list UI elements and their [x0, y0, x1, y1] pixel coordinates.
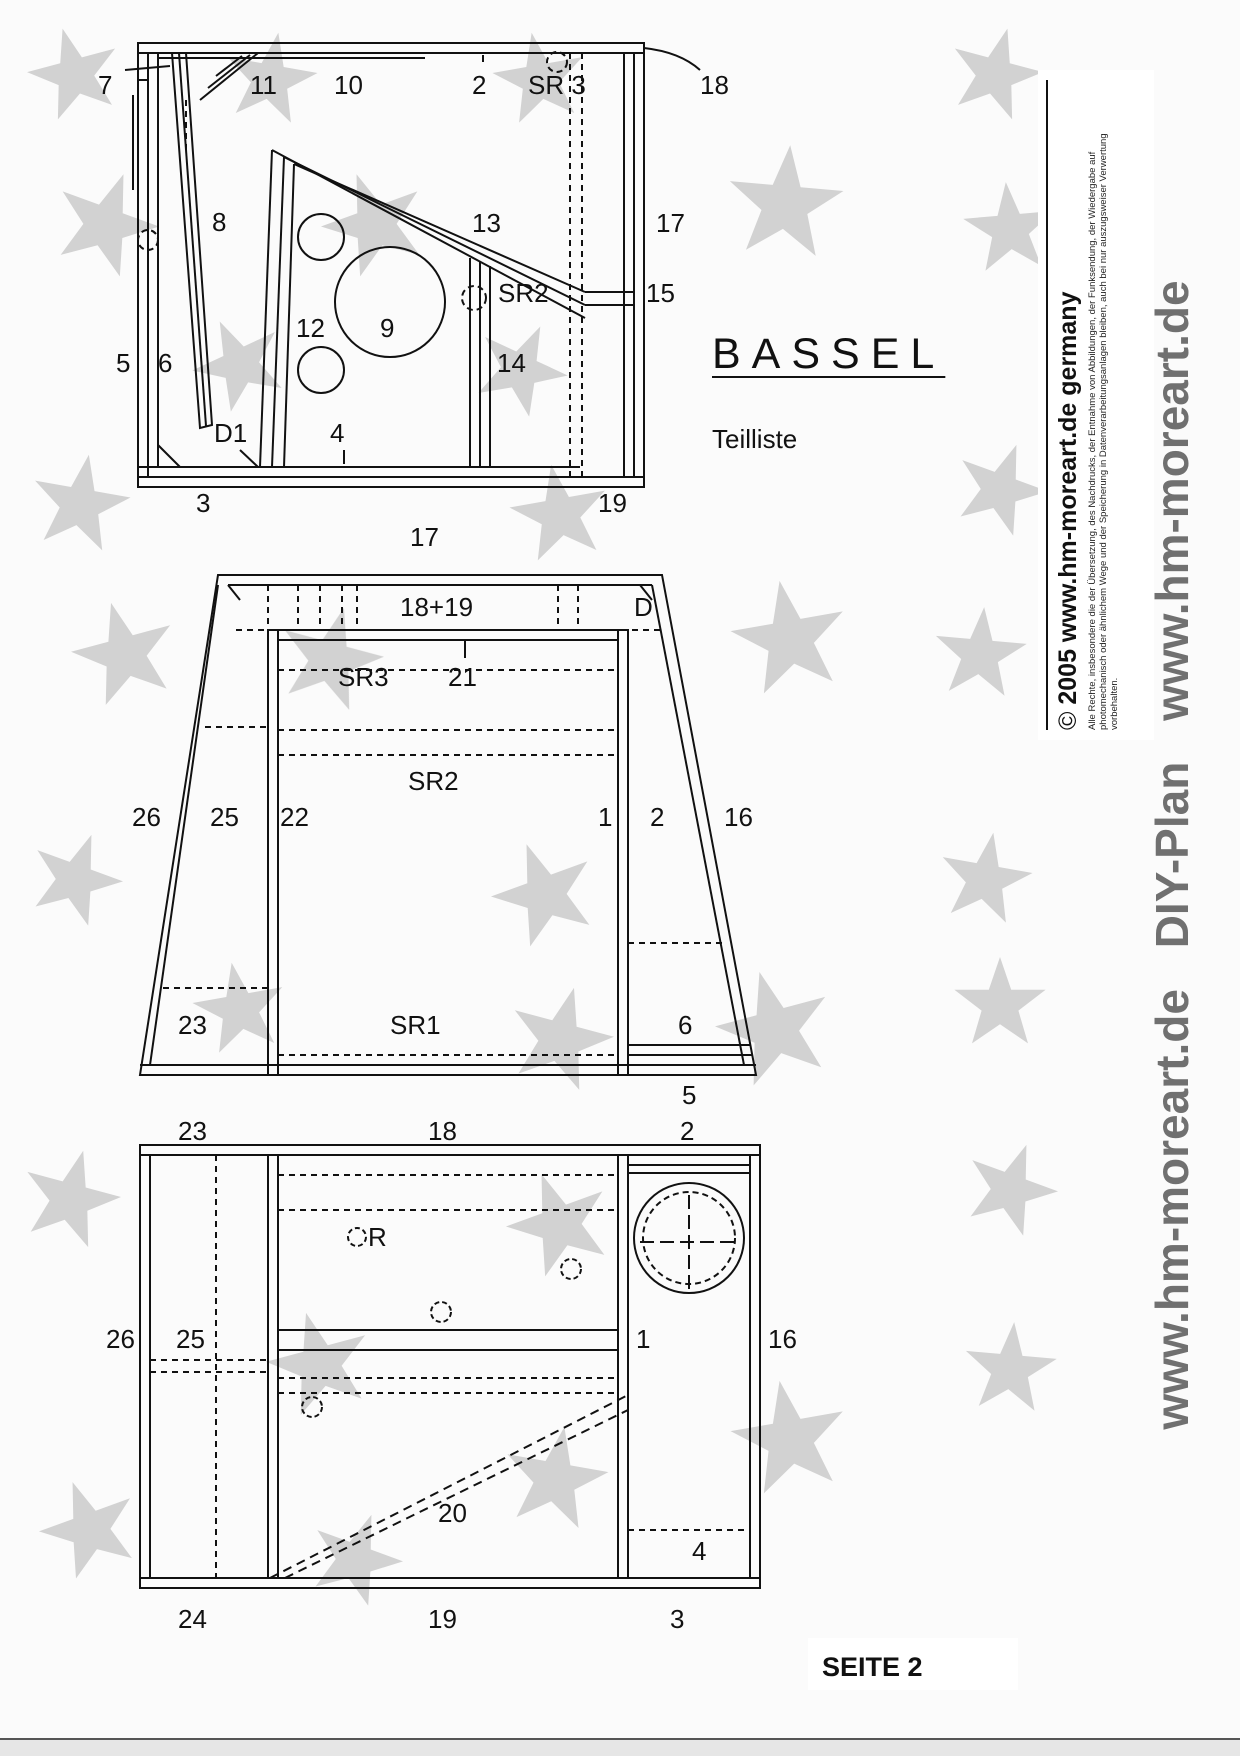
part-label: 6 — [158, 348, 172, 378]
part-label: 16 — [724, 802, 753, 832]
part-label: 20 — [438, 1498, 467, 1528]
part-label: 10 — [334, 70, 363, 100]
plan-title: BASSEL — [712, 330, 946, 378]
part-label: 26 — [106, 1324, 135, 1354]
copyright-icon: © — [1054, 711, 1082, 730]
part-label: 19 — [598, 488, 627, 518]
part-label: 9 — [380, 313, 394, 343]
part-label: 24 — [178, 1604, 207, 1634]
part-label: 1 — [598, 802, 612, 832]
part-label: 7 — [98, 70, 112, 100]
brand-tagline: DIY-Plan — [1146, 761, 1198, 949]
part-label: 18 — [428, 1116, 457, 1146]
part-label: SR2 — [408, 766, 459, 796]
part-label: SR1 — [390, 1010, 441, 1040]
part-label: 6 — [678, 1010, 692, 1040]
part-label: 4 — [330, 418, 344, 448]
part-label: 3 — [196, 488, 210, 518]
part-label: 12 — [296, 313, 325, 343]
part-label: 25 — [176, 1324, 205, 1354]
copyright-fine-print: Alle Rechte, insbesondere die der Überse… — [1087, 133, 1120, 730]
part-label: 13 — [472, 208, 501, 238]
part-label: 17 — [656, 208, 685, 238]
side-branding: www.hm-moreart.de DIY-Plan www.hm-morear… — [1145, 130, 1215, 1580]
part-label: 22 — [280, 802, 309, 832]
part-label: 3 — [670, 1604, 684, 1634]
copyright-notice: © 2005 www.hm-moreart.de germany Alle Re… — [1046, 80, 1146, 730]
part-label: 2 — [472, 70, 486, 100]
part-label: 18+19 — [400, 592, 473, 622]
part-label: 23 — [178, 1010, 207, 1040]
part-label: 1 — [636, 1324, 650, 1354]
part-label: SR 3 — [528, 70, 586, 100]
part-labels: 7 11 10 2 SR 3 18 8 13 17 SR2 15 12 9 5 … — [98, 70, 797, 1634]
part-label: 18 — [700, 70, 729, 100]
brand-url: www.hm-moreart.de — [1146, 280, 1198, 721]
part-label: 14 — [497, 348, 526, 378]
part-label: 4 — [692, 1536, 706, 1566]
page-number-label: SEITE 2 — [822, 1652, 923, 1682]
part-label: 11 — [250, 70, 277, 100]
part-label: 5 — [682, 1080, 696, 1110]
copyright-panel — [1038, 70, 1154, 740]
part-label: 16 — [768, 1324, 797, 1354]
part-label: D1 — [214, 418, 247, 448]
front-view-drawing — [138, 574, 758, 1076]
scan-edge — [0, 1738, 1240, 1756]
part-label: SR3 — [338, 662, 389, 692]
copyright-line: © 2005 www.hm-moreart.de germany — [1046, 80, 1083, 730]
brand-url: www.hm-moreart.de — [1146, 989, 1198, 1430]
part-label: 17 — [410, 522, 439, 552]
part-label: 2 — [680, 1116, 694, 1146]
part-label: 26 — [132, 802, 161, 832]
part-label: SR2 — [498, 278, 549, 308]
part-label: 8 — [212, 207, 226, 237]
part-label: 25 — [210, 802, 239, 832]
copyright-text: 2005 www.hm-moreart.de germany — [1054, 291, 1082, 705]
part-label: D — [634, 592, 653, 622]
part-label: 5 — [116, 348, 130, 378]
top-view-drawing — [124, 42, 701, 488]
part-label: 21 — [448, 662, 477, 692]
part-label: 2 — [650, 802, 664, 832]
star-watermark-pattern — [12, 16, 1070, 1612]
part-label: 15 — [646, 278, 675, 308]
side-view-drawing — [139, 1144, 761, 1589]
plan-subtitle: Teilliste — [712, 424, 798, 454]
part-label: R — [368, 1222, 387, 1252]
part-label: 19 — [428, 1604, 457, 1634]
part-label: 23 — [178, 1116, 207, 1146]
page-label-panel — [808, 1638, 1018, 1690]
